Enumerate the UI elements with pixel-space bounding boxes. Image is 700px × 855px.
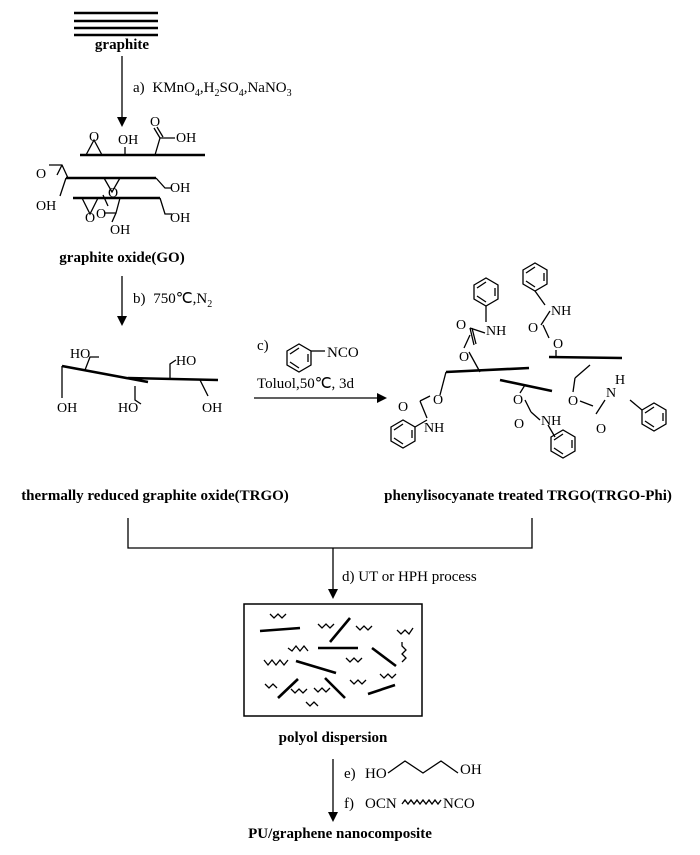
svg-text:O: O [398, 400, 408, 415]
step-b-text: b) 750℃,N2 [133, 291, 212, 310]
svg-text:OH: OH [170, 211, 190, 226]
svg-text:NH: NH [541, 414, 561, 429]
svg-text:N: N [606, 386, 616, 401]
svg-text:OH: OH [460, 762, 482, 778]
svg-text:e): e) [344, 766, 356, 782]
svg-text:O: O [513, 393, 523, 408]
polyol-dispersion-box [243, 603, 423, 717]
step-c-prefix: c) [257, 338, 269, 354]
merge-bracket [127, 518, 533, 549]
graphite-oxide-label: graphite oxide(GO) [59, 250, 184, 266]
step-a-text: a) KMnO4,H2SO4,NaNO3 [133, 80, 292, 99]
trgo-phi-structure: NH O O NH O O NH O O [390, 262, 667, 459]
svg-text:O: O [150, 115, 160, 130]
graphite-oxide-structure: O OH O OH O OH O OH O OH OH O [36, 115, 205, 238]
svg-text:O: O [85, 211, 95, 226]
svg-text:NH: NH [486, 324, 506, 339]
svg-text:H: H [615, 373, 625, 388]
step-f-text: f) OCN NCO [344, 796, 475, 812]
svg-text:OH: OH [118, 133, 138, 148]
svg-text:OH: OH [57, 401, 77, 416]
svg-text:NCO: NCO [443, 796, 475, 812]
trgo-label: thermally reduced graphite oxide(TRGO) [21, 488, 289, 504]
polyol-dispersion-label: polyol dispersion [279, 730, 388, 746]
svg-text:OH: OH [202, 401, 222, 416]
svg-text:O: O [553, 337, 563, 352]
svg-text:O: O [596, 422, 606, 437]
svg-text:HO: HO [70, 347, 90, 362]
svg-text:NH: NH [551, 304, 571, 319]
svg-text:NCO: NCO [327, 345, 359, 361]
svg-text:f): f) [344, 796, 354, 812]
svg-text:OCN: OCN [365, 796, 397, 812]
svg-text:OH: OH [110, 223, 130, 238]
svg-text:O: O [456, 318, 466, 333]
step-c-conditions: Toluol,50℃, 3d [257, 376, 355, 392]
svg-text:O: O [528, 321, 538, 336]
svg-text:O: O [36, 167, 46, 182]
trgo-structure: HO OH HO OH HO [57, 347, 222, 416]
svg-text:O: O [568, 394, 578, 409]
svg-text:HO: HO [176, 354, 196, 369]
svg-text:HO: HO [365, 766, 387, 782]
step-e-text: e) HO OH [344, 760, 482, 782]
svg-text:OH: OH [176, 131, 196, 146]
phenyl-isocyanate-structure: NCO [286, 343, 359, 373]
trgo-phi-label: phenylisocyanate treated TRGO(TRGO-Phi) [384, 488, 672, 504]
svg-text:O: O [89, 130, 99, 145]
svg-text:NH: NH [424, 421, 444, 436]
svg-text:OH: OH [170, 181, 190, 196]
svg-text:O: O [108, 186, 118, 201]
step-d-text: d) UT or HPH process [342, 569, 477, 585]
svg-text:O: O [459, 350, 469, 365]
nanocomposite-label: PU/graphene nanocomposite [248, 826, 432, 842]
svg-text:O: O [96, 207, 106, 222]
svg-text:OH: OH [36, 199, 56, 214]
graphite-layers [74, 11, 158, 37]
svg-text:O: O [514, 417, 524, 432]
svg-text:O: O [433, 393, 443, 408]
graphite-label: graphite [95, 37, 150, 53]
svg-text:HO: HO [118, 401, 138, 416]
